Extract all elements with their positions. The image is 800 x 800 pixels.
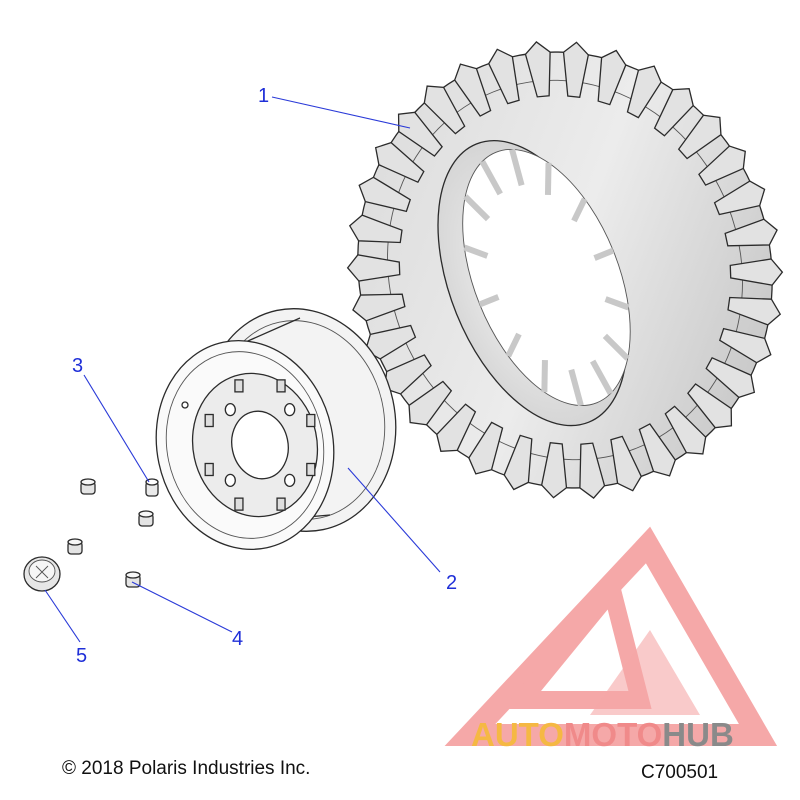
rim-vent-slot	[276, 379, 286, 393]
callout-2: 2	[446, 572, 457, 594]
inner-lug-mark	[541, 360, 548, 393]
tire-tread-block	[626, 65, 662, 119]
tire-tread-block	[638, 423, 677, 477]
inner-lug-mark	[478, 294, 500, 308]
tire-tread-block	[579, 442, 606, 499]
callout-4: 4	[232, 628, 243, 650]
tire-tread-block	[610, 435, 642, 492]
inner-lug-mark	[602, 333, 630, 361]
lug-hole	[284, 402, 296, 417]
leader-1	[271, 96, 411, 129]
lug-nut-icon	[67, 478, 154, 588]
rim-vent-slot	[306, 413, 316, 428]
watermark-moto: MOTO	[564, 716, 662, 753]
tire-tread-block	[503, 434, 533, 491]
inner-lug-mark	[509, 148, 525, 187]
tire-tread-block	[453, 63, 492, 117]
tire-tread-block	[718, 327, 772, 364]
tire-tread-block	[468, 421, 504, 475]
tire-tread-block	[664, 405, 707, 455]
tire-tread-block	[724, 218, 778, 247]
inner-lug-mark	[604, 296, 630, 311]
inner-lug-mark	[593, 247, 615, 261]
rim-vent-slot	[276, 497, 286, 511]
lug-nut	[67, 538, 83, 555]
copyright-notice: © 2018 Polaris Industries Inc.	[62, 758, 311, 779]
inner-lug-mark	[568, 368, 584, 407]
leader-lines	[44, 96, 441, 643]
leader-5	[44, 589, 81, 643]
tire-tread-block	[352, 293, 406, 322]
tire-icon	[346, 41, 784, 499]
callout-3: 3	[72, 355, 83, 377]
lug-hole	[224, 473, 236, 488]
tire-tread-block	[727, 296, 782, 326]
inner-lug-mark	[463, 244, 489, 259]
inner-lug-mark	[505, 332, 522, 358]
tire-tread-block	[713, 180, 766, 216]
tire-tread-block	[698, 145, 746, 186]
drawing-number: C700501	[641, 762, 719, 783]
rim-vent-slot	[204, 413, 214, 428]
tire-tread-block	[597, 49, 627, 106]
tire-tread-block	[524, 41, 551, 98]
lug-hole	[284, 473, 296, 488]
tire-tread-block	[408, 380, 453, 426]
tire-tread-block	[677, 114, 722, 160]
watermark-auto: AUTO	[471, 716, 564, 753]
inner-lug-mark	[479, 160, 503, 196]
tire-tread-block	[374, 141, 425, 184]
tire-tread-block	[729, 258, 784, 286]
leader-3	[83, 374, 150, 483]
rim-vent-slot	[234, 379, 244, 393]
tire-tread-block	[358, 176, 412, 213]
leader-2	[347, 467, 441, 573]
tire-tread-block	[488, 48, 520, 105]
inner-lug-mark	[571, 197, 588, 223]
leader-4	[131, 581, 233, 633]
lug-nut	[138, 510, 154, 527]
tire-tread-block	[397, 111, 443, 157]
callout-1: 1	[258, 85, 269, 107]
logo-triangle-icon	[444, 526, 778, 746]
tire-tread-block	[423, 85, 466, 135]
watermark-text: AUTOMOTOHUB	[471, 716, 734, 753]
inner-lug-mark	[463, 194, 491, 222]
hub-cap-icon	[23, 556, 61, 592]
valve-stem-icon	[145, 478, 159, 497]
tire-tread-block	[348, 214, 403, 244]
tire-tread-block	[346, 254, 401, 282]
lug-nut	[80, 478, 96, 495]
inner-lug-mark	[590, 359, 614, 395]
inner-lug-mark	[544, 162, 552, 195]
rim-vent-slot	[204, 462, 214, 477]
lug-hole	[224, 402, 236, 417]
tire-tread-block	[436, 403, 477, 452]
tire-tread-block	[562, 41, 590, 98]
tire-tread-block	[653, 88, 694, 137]
callout-5: 5	[76, 645, 87, 667]
rim-vent-slot	[234, 497, 244, 511]
tire-tread-block	[705, 356, 756, 399]
tire-tread-block	[687, 383, 733, 429]
watermark-hub: HUB	[662, 716, 734, 753]
wheel-rim-icon	[155, 308, 397, 550]
tire-tread-block	[540, 442, 568, 499]
rim-vent-slot	[306, 462, 316, 477]
